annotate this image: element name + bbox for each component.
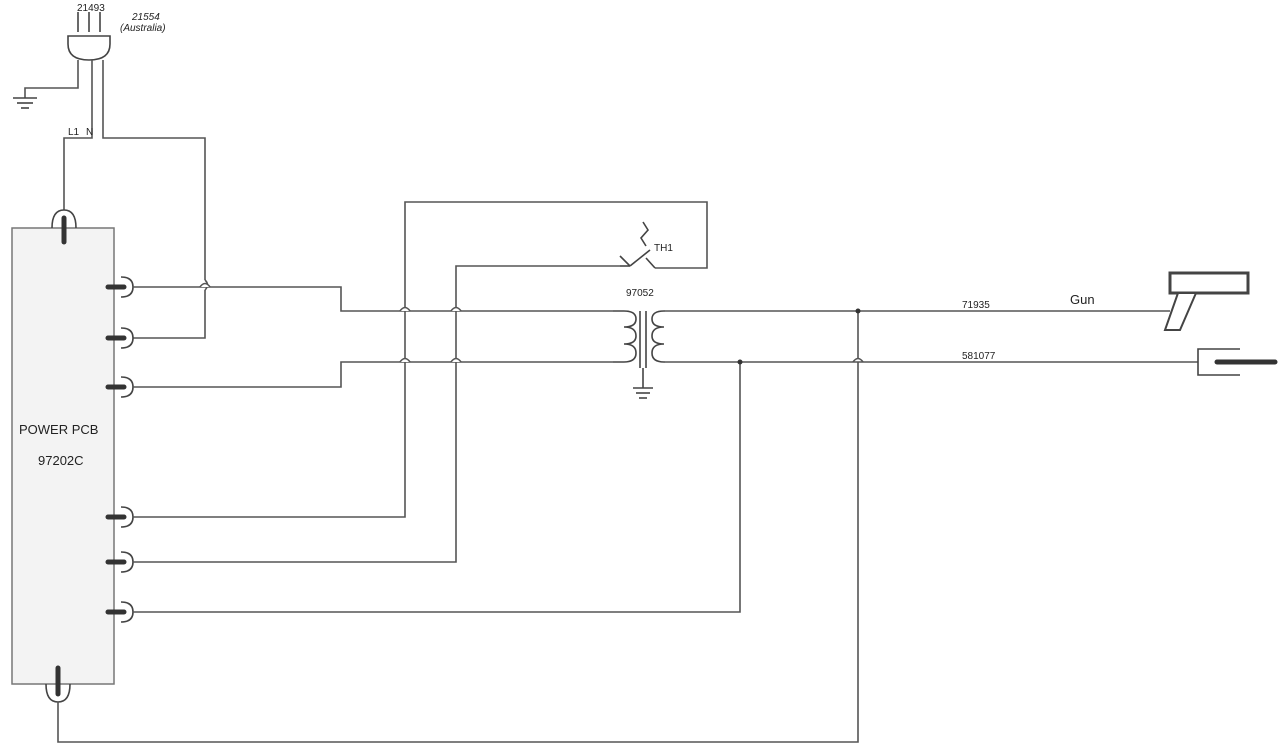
plug-part-number: 21493 [77, 3, 105, 14]
wire-bottom-return [57, 311, 859, 743]
welding-gun-icon [1163, 271, 1250, 331]
wire-primary-bottom [133, 361, 613, 388]
plug-alt-part-number: 21554 [131, 12, 160, 23]
wire-work-return [133, 362, 741, 613]
pcb-top-connector [51, 209, 77, 245]
work-wire-label: 581077 [962, 351, 996, 362]
pcb-label-line1: POWER PCB [19, 422, 98, 437]
power-pcb [11, 227, 115, 685]
wire-crossover-hops [199, 282, 864, 363]
pcb-label-line2: 97202C [38, 453, 84, 468]
junction-work [737, 359, 743, 365]
wire-thermostat-feed [133, 265, 620, 563]
wire-primary-top [133, 286, 613, 312]
work-clamp-icon [1197, 348, 1278, 376]
wire-n-down [133, 290, 206, 339]
plug-ground-wire [24, 60, 79, 98]
wire-thermostat-loop [133, 201, 708, 518]
pcb-connector-2 [105, 327, 134, 349]
gun-wire-label: 71935 [962, 300, 990, 311]
ground-symbol-plug [13, 97, 37, 109]
label-l1: L1 [68, 127, 80, 138]
thermostat-th1 [619, 221, 656, 269]
junction-gun [855, 308, 861, 314]
gun-label: Gun [1070, 292, 1095, 307]
plug-alt-note: (Australia) [120, 23, 166, 34]
transformer-label: 97052 [626, 288, 654, 299]
thermostat-label: TH1 [654, 243, 673, 254]
mains-plug [67, 12, 111, 61]
wire-l1 [63, 60, 93, 210]
label-n: N [86, 127, 93, 138]
wire-n [102, 60, 206, 280]
transformer-97052 [613, 310, 665, 399]
